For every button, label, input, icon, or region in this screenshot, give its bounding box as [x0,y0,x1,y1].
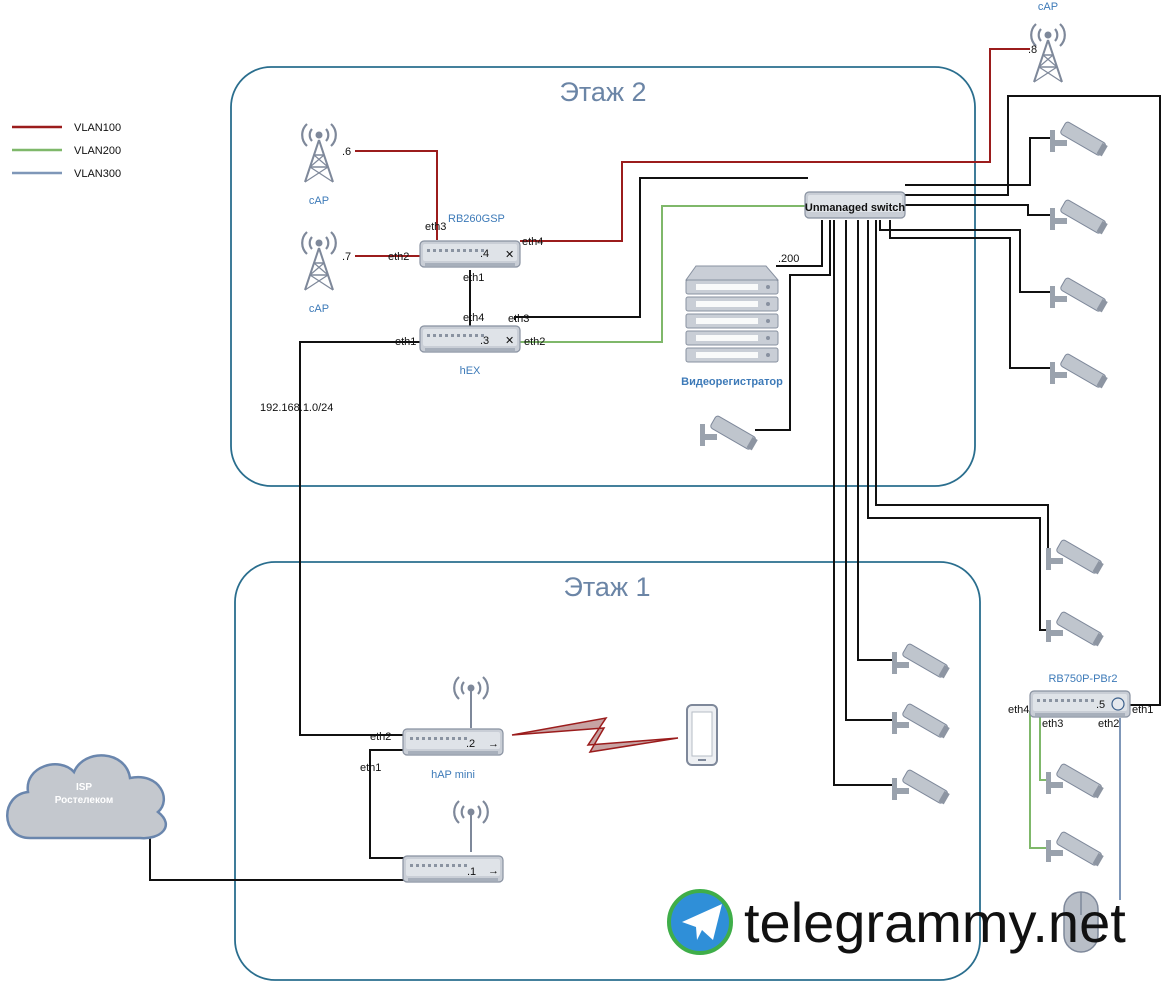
hex-port-eth3: eth3 [508,313,529,325]
cap-a-name: cAP [309,195,329,207]
cap-top[interactable]: cAP .8 [1028,1,1066,84]
rb750-ip: .5 [1096,699,1105,711]
security-camera-icon [699,414,759,452]
hap-mini[interactable]: → .2 hAP mini eth2 eth1 [360,676,504,781]
subnet-label: 192.168.1.0/24 [260,402,333,414]
svg-text:→: → [488,865,499,877]
rb260-ip: .4 [480,248,489,260]
hex-name: hEX [460,365,481,377]
security-camera-icon [1049,120,1109,158]
legend-vlan300: VLAN300 [74,168,121,180]
security-camera-icon [1049,352,1109,390]
svg-text:✕: ✕ [505,249,514,261]
hap-port-eth2: eth2 [370,731,391,743]
hap-port-eth1: eth1 [360,762,381,774]
rb750-router[interactable]: RB750P-PBr2 .5 eth4 eth3 eth2 eth1 [1008,673,1153,730]
security-camera-icon [1045,538,1105,576]
cap-b-ip: .7 [342,251,351,263]
legend: VLAN100 VLAN200 VLAN300 [12,122,121,180]
link-hex-eth3 [514,177,808,320]
isp-line2: Ростелеком [55,795,113,806]
link-rb260-cap8 [520,48,1030,242]
cap-a-ip: .6 [342,146,351,158]
isp-line1: ISP [76,782,92,793]
security-camera-icon [1049,198,1109,236]
rb750-name: RB750P-PBr2 [1048,673,1117,685]
mouse-icon [1063,891,1099,953]
security-camera-icon [1049,276,1109,314]
watermark-text: telegrammy.net [744,891,1126,954]
link-switch-nvr [776,220,823,267]
hex-router[interactable]: ✕ .3 hEX eth4 eth1 eth2 eth3 [395,312,545,377]
link-cap6-rb260 [355,150,438,240]
security-camera-icon [891,768,951,806]
hex-port-eth1: eth1 [395,336,416,348]
rb750-port-eth2: eth2 [1098,718,1119,730]
wireless-link-icon [511,716,679,753]
hap-name: hAP mini [431,769,475,781]
link-switch-cam0 [755,220,831,431]
cap-b-name: cAP [309,303,329,315]
security-camera-icon [1045,830,1105,868]
link-rb750-eth3 [1039,712,1048,781]
antenna-tower-icon [301,230,337,292]
rb750-port-eth3: eth3 [1042,718,1063,730]
switch-name: Unmanaged switch [805,202,906,214]
security-camera-icon [1045,762,1105,800]
rb260-name: RB260GSP [448,213,505,225]
cap-a[interactable]: .6 cAP [301,122,351,207]
security-camera-icon [891,642,951,680]
cap-b[interactable]: .7 cAP [301,230,351,315]
rb750-port-eth4: eth4 [1008,704,1029,716]
nvr-ip: .200 [778,253,799,265]
link-hex-switch [520,205,808,343]
rb260-port-eth4: eth4 [522,236,543,248]
smartphone[interactable] [686,704,718,766]
nvr-server[interactable]: .200 Видеорегистратор [681,253,799,388]
server-icon [685,265,779,363]
cap-top-ip: .8 [1028,44,1037,56]
floor-2-box [230,66,976,487]
link-isp-router [149,838,404,881]
hex-port-eth2: eth2 [524,336,545,348]
legend-vlan200: VLAN200 [74,145,121,157]
svg-text:→: → [488,738,499,750]
rb260-port-eth1: eth1 [463,272,484,284]
isp-cloud: ISP Ростелеком [6,754,168,840]
security-camera-icon [1045,610,1105,648]
rb260-port-eth3: eth3 [425,221,446,233]
isp-router[interactable]: → .1 [402,800,504,883]
unmanaged-switch[interactable]: Unmanaged switch [804,191,906,219]
wifi-antenna-icon [453,676,489,728]
connections [149,48,1161,900]
link-hex-hap [299,341,420,736]
link-hap-router [369,749,404,859]
hex-port-eth4: eth4 [463,312,484,324]
router1-ip: .1 [467,866,476,878]
cameras [699,120,1109,868]
floor-1-box [234,561,981,981]
antenna-tower-icon [301,122,337,184]
cap-top-name: cAP [1038,1,1058,13]
rb260-switch[interactable]: ✕ .4 RB260GSP eth3 eth2 eth4 eth1 [388,213,543,284]
floor-2-title: Этаж 2 [559,77,646,107]
watermark: telegrammy.net [667,889,1126,955]
rb750-port-eth1: eth1 [1132,704,1153,716]
security-camera-icon [891,702,951,740]
rb260-port-eth2: eth2 [388,251,409,263]
hex-ip: .3 [480,335,489,347]
legend-vlan100: VLAN100 [74,122,121,134]
svg-text:✕: ✕ [505,335,514,347]
floor-1-title: Этаж 1 [563,572,650,602]
wifi-antenna-icon [453,800,489,852]
nvr-name: Видеорегистратор [681,376,783,388]
hap-ip: .2 [466,738,475,750]
cloud-icon [6,754,168,840]
